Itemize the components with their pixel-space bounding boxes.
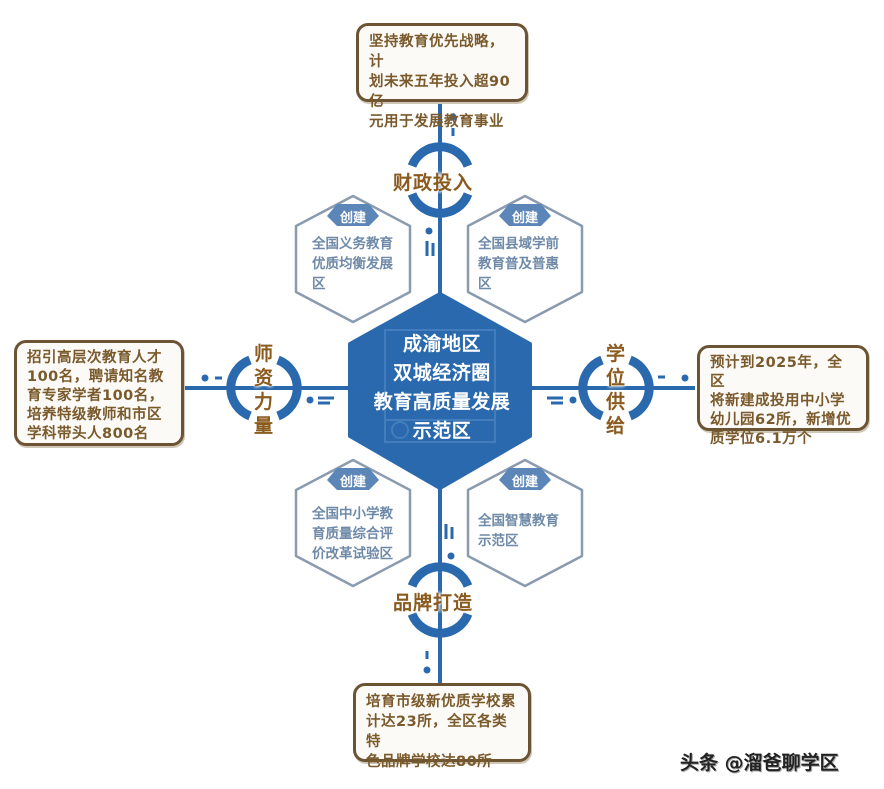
ring-right — [578, 355, 654, 421]
top-box-line: 元用于发展教育事业 — [369, 114, 504, 130]
hexagon-3-badge — [327, 468, 379, 490]
left-box-line: 招引高层次教育人才 — [27, 350, 162, 366]
hexagon-text-line: 全国义务教育 — [312, 236, 393, 252]
hexagon-text-line: 育质量综合评 — [312, 526, 393, 542]
hexagon-text-line: 价改革试验区 — [312, 546, 393, 562]
bottom-box-line: 色品牌学校达80所 — [366, 754, 493, 770]
pillar-left-char: 资 — [253, 367, 274, 389]
hexagon-2-tag: 创建 — [511, 211, 538, 226]
right-box-line: 将新建成投用中小学 — [710, 393, 845, 409]
ring-bottom — [407, 562, 473, 638]
hexagon-text-line: 教育普及普惠 — [478, 256, 559, 272]
outline-hexagons — [294, 194, 584, 588]
bottom-box-line: 计达23所，全区各类特 — [366, 714, 508, 750]
center-title-line: 成渝地区 — [402, 333, 481, 355]
pillar-left-char: 力 — [253, 391, 274, 413]
hexagon-1-tag: 创建 — [339, 211, 366, 226]
hexagon-text-line: 全国中小学教 — [312, 506, 393, 522]
top-box-line: 划未来五年投入超90亿 — [369, 74, 511, 110]
hexagon-3-tag: 创建 — [339, 475, 366, 490]
hexagon-2-shape — [466, 194, 584, 324]
hexagon-4-tag: 创建 — [511, 475, 538, 490]
hexagon-text-line: 优质均衡发展 — [312, 256, 393, 272]
pillar-label-bottom: 品牌打造 — [393, 592, 474, 614]
center-title-line: 教育高质量发展 — [373, 391, 511, 413]
center-hexagon-shape — [348, 292, 532, 490]
center-building-icon — [384, 329, 496, 443]
pillar-right-char: 位 — [605, 367, 626, 389]
pillar-left-char: 师 — [253, 343, 274, 365]
hexagon-text-line: 区 — [478, 276, 492, 292]
top-info-box: 坚持教育优先战略，计 划未来五年投入超90亿 元用于发展教育事业 — [356, 23, 528, 130]
hexagon-tag-badges — [327, 204, 551, 490]
left-info-box: 招引高层次教育人才 100名，聘请知名教 育专家学者100名， 培养特级教师和市… — [14, 340, 184, 446]
dash-decorations — [201, 113, 689, 674]
left-box-line: 100名，聘请知名教 — [27, 369, 164, 385]
right-info-box: 预计到2025年，全区 将新建成投用中小学 幼儿园62所，新增优 质学位6.1万… — [697, 345, 869, 447]
center-title-line: 示范区 — [412, 420, 472, 442]
watermark: 头条 @溜爸聊学区 — [680, 752, 839, 774]
hexagon-text-line: 全国县域学前 — [478, 236, 559, 252]
pillar-left-char: 量 — [253, 415, 274, 437]
hexagon-3-text: 全国中小学教 育质量综合评 价改革试验区 — [312, 504, 393, 564]
hexagon-1-shape — [294, 194, 412, 324]
hexagon-1-text: 全国义务教育 优质均衡发展 区 — [312, 234, 393, 294]
left-box-line: 学科带头人800名 — [27, 426, 149, 442]
bottom-box-line: 培育市级新优质学校累 — [366, 694, 516, 710]
hexagon-4-badge — [499, 468, 551, 490]
right-box-line: 预计到2025年，全区 — [710, 355, 843, 390]
pillar-rings — [226, 142, 654, 638]
right-box-line: 幼儿园62所，新增优 — [710, 412, 852, 428]
hexagon-2-text: 全国县域学前 教育普及普惠 区 — [478, 234, 559, 294]
left-box-line: 培养特级教师和市区 — [27, 407, 162, 423]
hexagon-4-shape — [466, 458, 584, 588]
hexagon-text-line: 示范区 — [478, 533, 519, 549]
hexagon-3-shape — [294, 458, 412, 588]
right-box-line: 质学位6.1万个 — [710, 431, 813, 447]
pillar-label-left: 师 资 力 量 — [252, 342, 276, 438]
center-title: 成渝地区 双城经济圈 教育高质量发展 示范区 — [352, 330, 532, 446]
hexagon-2-badge — [499, 204, 551, 226]
left-box-line: 育专家学者100名， — [27, 388, 164, 404]
hexagon-4-text: 全国智慧教育 示范区 — [478, 511, 559, 551]
pillar-right-char: 给 — [605, 415, 626, 437]
bottom-info-box: 培育市级新优质学校累 计达23所，全区各类特 色品牌学校达80所 — [353, 683, 531, 770]
top-box-line: 坚持教育优先战略，计 — [369, 34, 504, 70]
pillar-right-char: 学 — [605, 343, 626, 365]
hexagon-1-badge — [327, 204, 379, 226]
pillar-label-right: 学 位 供 给 — [604, 342, 628, 438]
hexagon-text-line: 全国智慧教育 — [478, 513, 559, 529]
pillar-right-char: 供 — [605, 391, 626, 413]
ring-top — [407, 142, 473, 218]
ring-left — [226, 355, 302, 421]
connector-lines — [185, 100, 695, 685]
pillar-label-top: 财政投入 — [393, 172, 474, 194]
hexagon-text-line: 区 — [312, 276, 326, 292]
center-title-line: 双城经济圈 — [393, 362, 491, 384]
